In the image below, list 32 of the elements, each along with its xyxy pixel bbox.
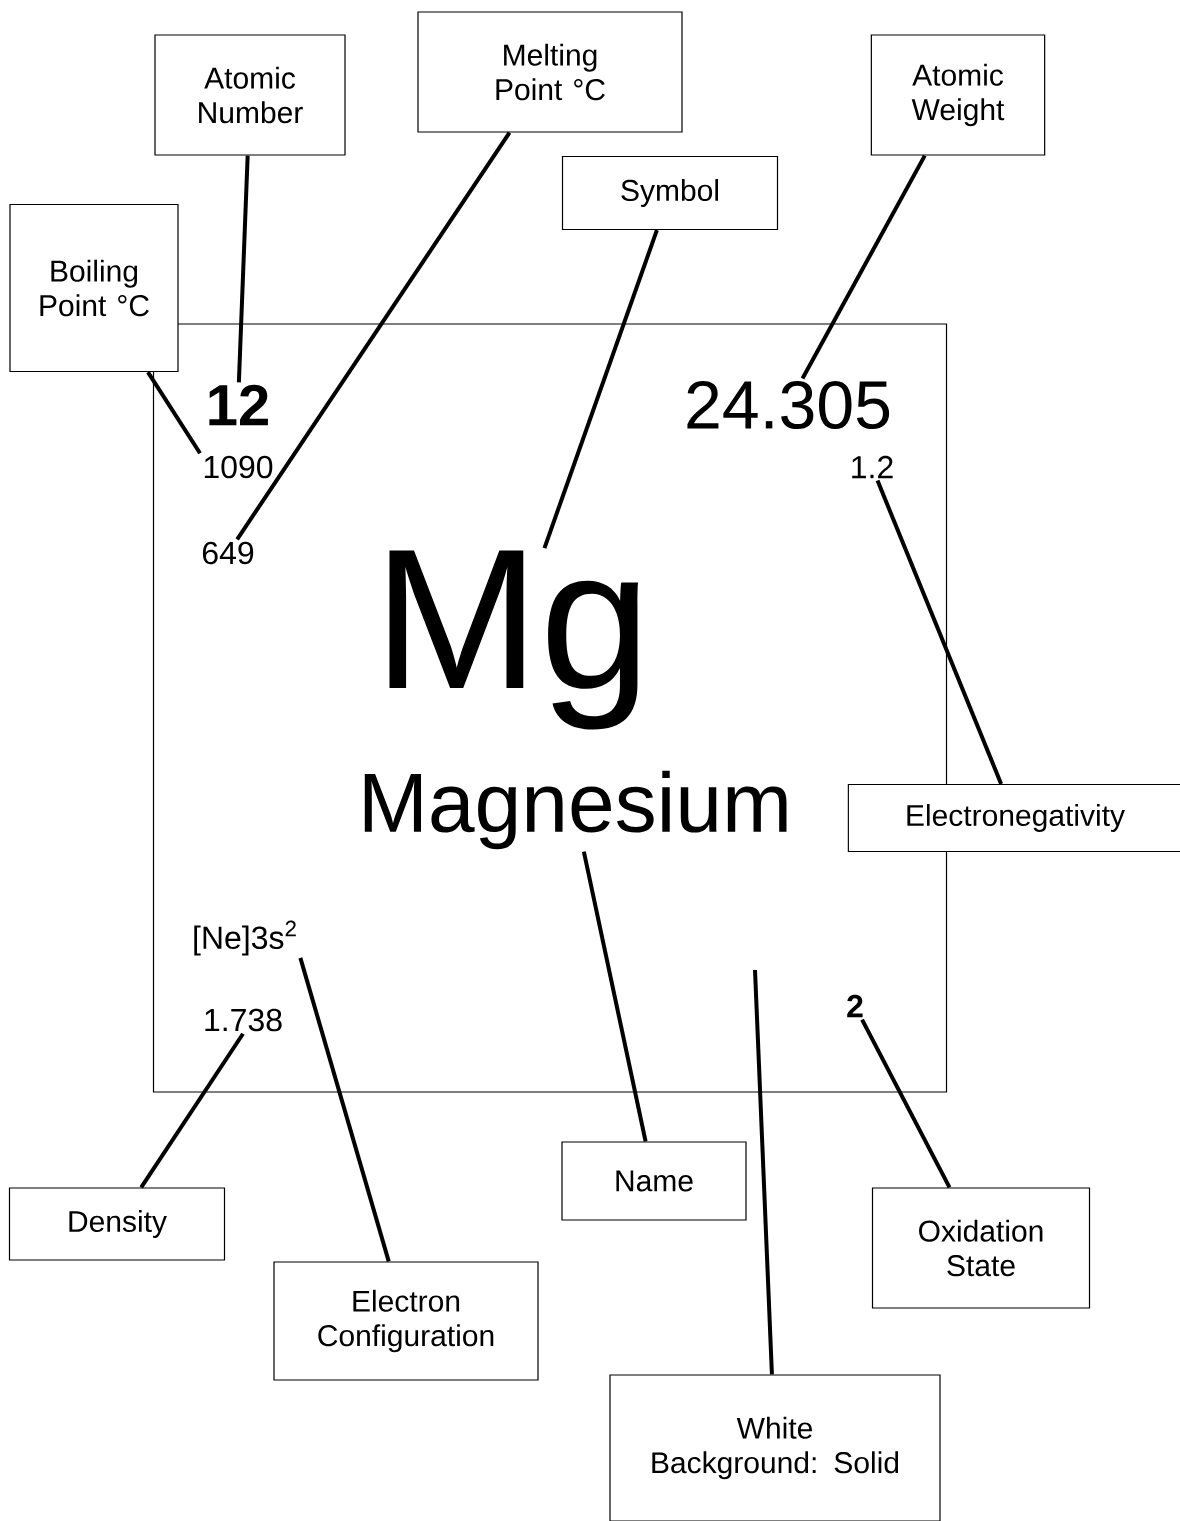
label-box: Electronegativity	[847, 783, 1180, 853]
label-box: Atomic Weight	[870, 34, 1046, 156]
label-box: White Background: Solid	[609, 1374, 941, 1521]
leader-line	[875, 479, 1003, 785]
property-value: 649	[202, 541, 254, 565]
leader-line	[581, 851, 648, 1142]
element-symbol: Mg	[389, 550, 638, 730]
leader-line	[235, 131, 512, 541]
label-box: Oxidation State	[871, 1187, 1091, 1309]
label-box: Name	[561, 1141, 747, 1221]
element-name: Magnesium	[364, 770, 787, 850]
label-box: Symbol	[561, 155, 779, 231]
leader-line	[860, 1018, 952, 1189]
property-value: 1090	[204, 455, 273, 479]
property-value: [Ne]3s$^{2}$	[194, 920, 296, 956]
label-box: Atomic Number	[154, 34, 346, 156]
property-value: 1.738	[205, 1008, 282, 1032]
leader-line	[542, 229, 659, 549]
leader-line	[146, 371, 202, 455]
leader-line	[139, 1032, 245, 1189]
leader-line	[298, 957, 391, 1262]
leader-line	[753, 969, 774, 1375]
property-value: 24.305	[687, 380, 890, 430]
label-box: Electron Configuration	[273, 1261, 539, 1381]
label-box: Density	[8, 1187, 226, 1261]
property-value: 2	[847, 994, 863, 1018]
leader-line	[800, 154, 927, 380]
label-box: Melting Point °C	[417, 11, 683, 133]
property-value: 1.2	[852, 455, 893, 479]
label-box: Boiling Point °C	[9, 203, 179, 373]
property-value: 12	[209, 384, 268, 426]
leader-line	[236, 155, 250, 383]
